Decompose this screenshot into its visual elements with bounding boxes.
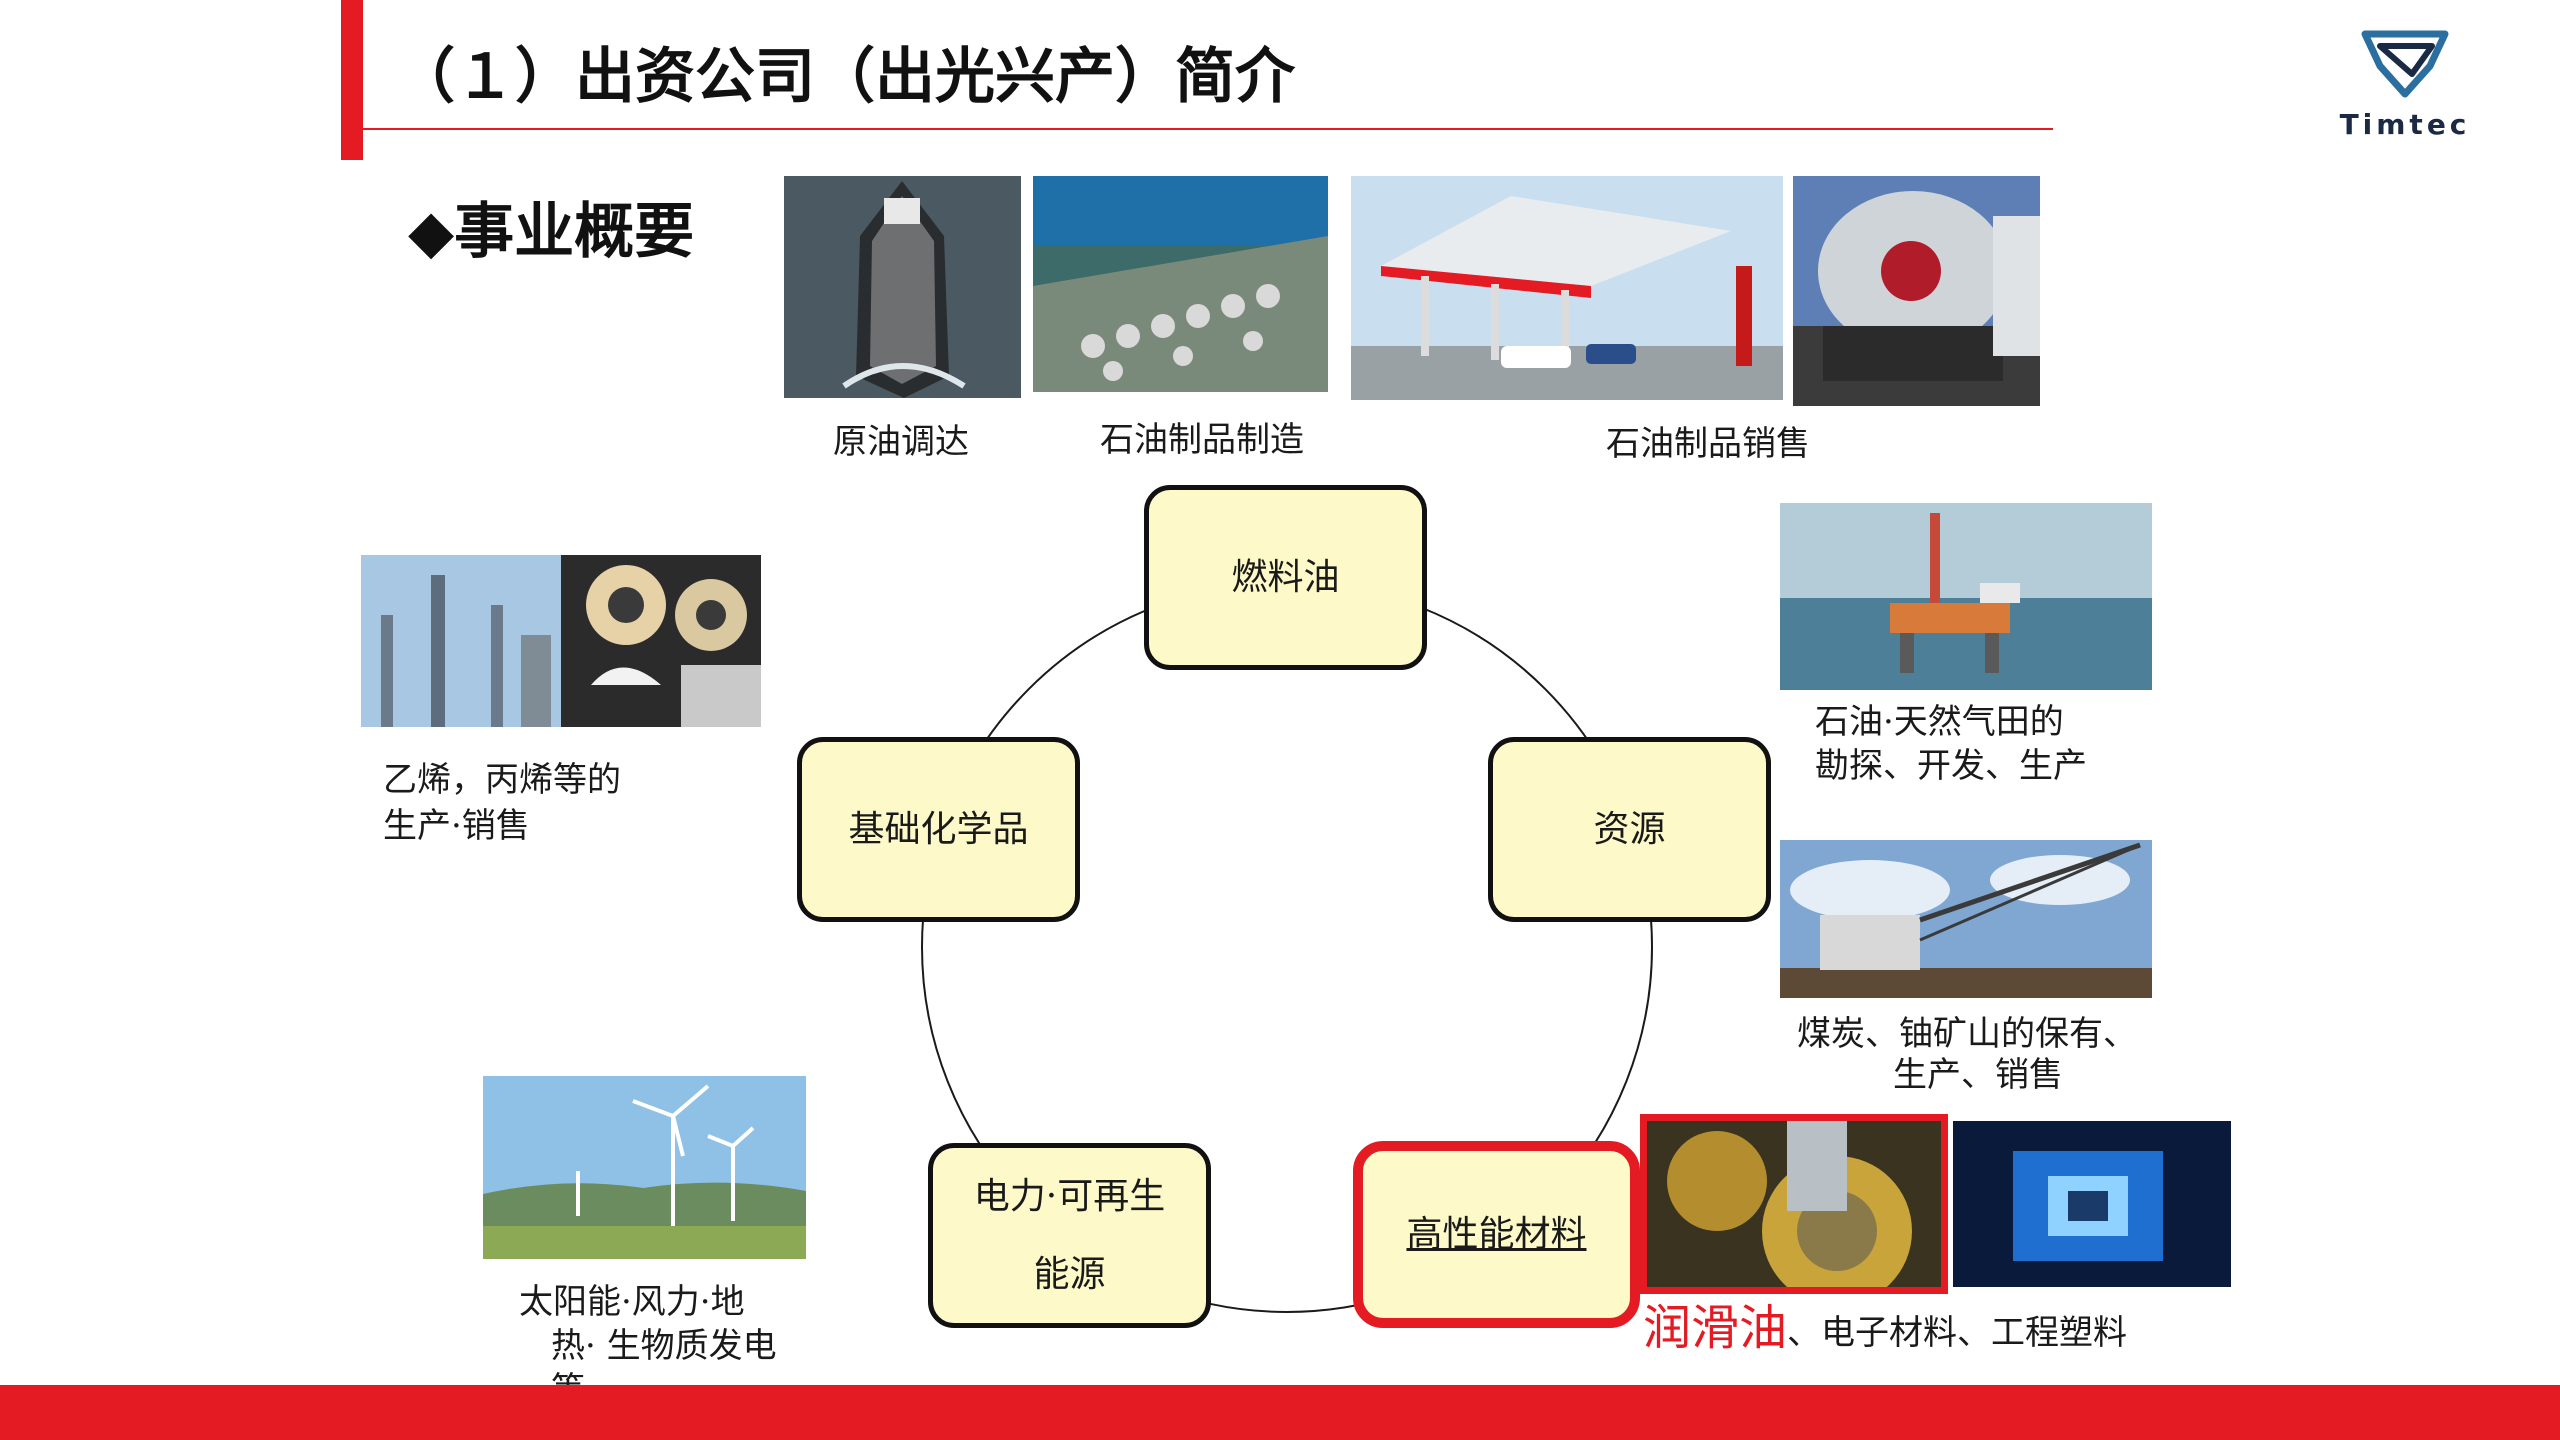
node-fuel-oil: 燃料油 xyxy=(1144,485,1427,670)
wind-farm-photo xyxy=(483,1076,806,1259)
footer-bar xyxy=(0,1385,2560,1440)
mining-dragline-photo xyxy=(1780,840,2152,998)
caption-manufacture: 石油制品制造 xyxy=(1100,420,1304,460)
caption-coal-line2: 生产、销售 xyxy=(1893,1055,2063,1095)
caption-oil-gas-line2: 勘探、开发、生产 xyxy=(1815,746,2087,786)
caption-oil-gas-line1: 石油·天然气田的 xyxy=(1815,702,2064,742)
node-performance-materials: 高性能材料 xyxy=(1353,1141,1640,1328)
lubricant-highlight-frame xyxy=(1640,1114,1948,1294)
caption-crude-oil: 原油调达 xyxy=(833,422,969,462)
node-basic-chemicals: 基础化学品 xyxy=(797,737,1080,922)
chemical-plant-photo xyxy=(361,555,761,727)
caption-renew-line2: 热· 生物质发电 xyxy=(551,1326,777,1366)
tanker-photo xyxy=(784,176,1021,398)
materials-caption: 润滑油、电子材料、工程塑料 xyxy=(1643,1304,2128,1355)
section-subtitle: ◆事业概要 xyxy=(408,197,695,267)
timtec-logo: Timtec xyxy=(2320,26,2490,146)
materials-rest-label: 、电子材料、工程塑料 xyxy=(1787,1313,2128,1353)
logo-mark-icon xyxy=(2361,30,2449,98)
electronic-chip-photo xyxy=(1953,1121,2231,1287)
logo-text: Timtec xyxy=(2339,108,2471,141)
gas-station-photo xyxy=(1351,176,1783,400)
offshore-rig-photo xyxy=(1780,503,2152,690)
page-title: （１）出资公司（出光兴产）简介 xyxy=(395,42,1295,112)
caption-chem-line2: 生产·销售 xyxy=(383,806,530,846)
caption-sales: 石油制品销售 xyxy=(1606,424,1810,464)
caption-chem-line1: 乙烯，丙烯等的 xyxy=(383,760,621,800)
node-resources: 资源 xyxy=(1488,737,1771,922)
caption-renew-line1: 太阳能·风力·地 xyxy=(519,1282,745,1322)
tanker-truck-photo xyxy=(1793,176,2040,406)
caption-coal-line1: 煤炭、铀矿山的保有、 xyxy=(1797,1014,2137,1054)
lubricant-gears-photo xyxy=(1647,1121,1941,1287)
lubricant-label: 润滑油 xyxy=(1643,1300,1788,1356)
header-accent-bar xyxy=(341,0,363,160)
refinery-photo xyxy=(1033,176,1328,392)
title-rule xyxy=(363,128,2053,130)
node-power-renewables: 电力·可再生 能源 xyxy=(928,1143,1211,1328)
